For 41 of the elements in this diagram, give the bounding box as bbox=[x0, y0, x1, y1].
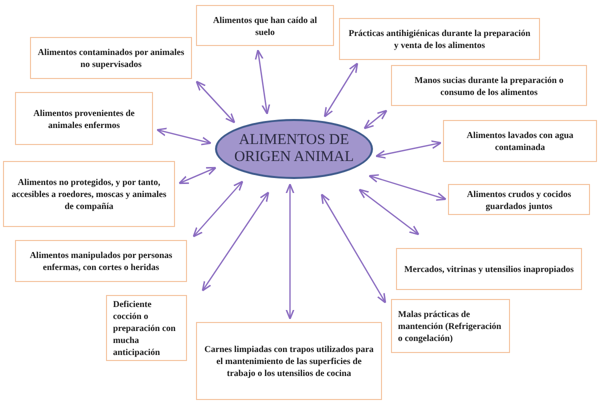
cause-box bbox=[448, 184, 590, 215]
cause-box bbox=[106, 295, 187, 361]
double-arrow bbox=[375, 140, 442, 159]
cause-text: Alimentos manipulados por personas enfermas, con cortes o heridas bbox=[28, 249, 174, 273]
double-arrow bbox=[286, 183, 294, 320]
double-arrow bbox=[254, 49, 270, 115]
cause-text: Alimentos lavados con agua contaminada bbox=[466, 129, 574, 153]
cause-box bbox=[443, 120, 597, 162]
topic-ellipse bbox=[215, 119, 373, 179]
double-arrow bbox=[358, 188, 420, 236]
cause-box bbox=[391, 65, 587, 106]
double-arrow bbox=[156, 128, 212, 146]
cause-box bbox=[396, 248, 582, 290]
cause-box bbox=[15, 92, 153, 145]
double-arrow bbox=[196, 80, 236, 124]
cause-text: Carnes limpiadas con trapos utilizados para el mantenimiento de las superficies de trabajo o los utensilios de cocina bbox=[203, 343, 375, 379]
double-arrow bbox=[364, 110, 388, 130]
double-arrow bbox=[178, 166, 217, 184]
cause-text: Prácticas antihigiénicas durante la preparación y venta de los alimentos bbox=[348, 27, 532, 51]
double-arrow bbox=[320, 194, 386, 304]
cause-text: Alimentos contaminados por animales no supervisados bbox=[37, 46, 185, 70]
cause-box bbox=[15, 240, 187, 282]
topic-text: ALIMENTOS DE ORIGEN ANIMAL bbox=[233, 132, 355, 166]
cause-box bbox=[196, 5, 334, 46]
cause-box bbox=[196, 322, 382, 400]
double-arrow bbox=[202, 192, 270, 292]
double-arrow bbox=[192, 180, 244, 238]
double-arrow bbox=[324, 62, 358, 118]
cause-box bbox=[30, 37, 192, 79]
double-arrow bbox=[368, 174, 447, 201]
cause-text: Alimentos que han caído al suelo bbox=[212, 14, 318, 38]
cause-text: Manos sucias durante la preparación o consumo de los alimentos bbox=[413, 74, 565, 98]
cause-box bbox=[3, 161, 175, 227]
cause-text: Alimentos provenientes de animales enfermos bbox=[32, 106, 136, 130]
cause-box bbox=[339, 18, 540, 60]
cause-text: Mercados, vitrinas y utensilios inapropiados bbox=[404, 263, 574, 275]
cause-text: Alimentos crudos y cocidos guardados juntos bbox=[466, 188, 572, 212]
cause-text: Malas prácticas de mantención (Refrigeración o congelación) bbox=[398, 308, 502, 344]
cause-text: Alimentos no protegidos, y por tanto, accesibles a roedores, moscas y animales de compañía bbox=[10, 176, 168, 212]
cause-text: Deficiente cocción o preparación con mucha anticipación bbox=[113, 298, 177, 358]
cause-box bbox=[391, 299, 510, 353]
